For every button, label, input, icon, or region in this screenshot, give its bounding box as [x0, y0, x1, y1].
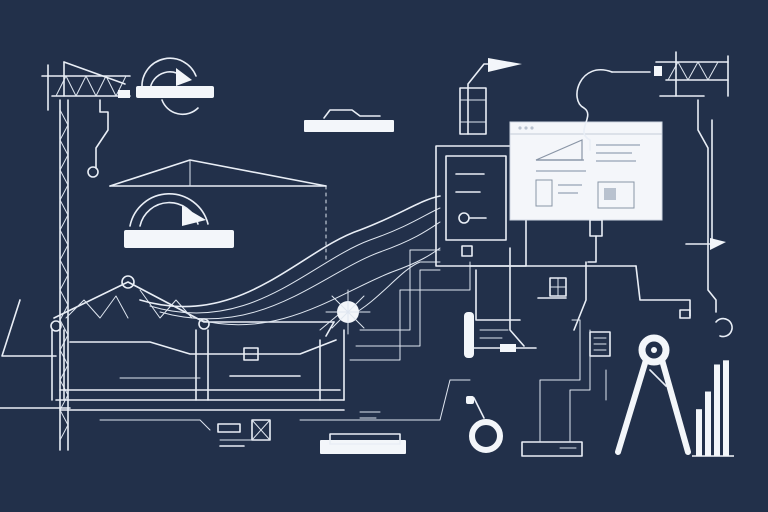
right-tower-crane-icon: [576, 51, 733, 338]
wrench-icon: [615, 334, 691, 455]
cable-hook-icon: [466, 396, 503, 453]
sensor-pod-icon: [304, 109, 394, 132]
bar-chart-bar: [705, 391, 711, 456]
cable-bundle-icon: [99, 195, 471, 441]
gauge-base-icon: [521, 429, 583, 457]
wiring-connectors-icon: [464, 261, 611, 431]
truss-structure-icon: [0, 275, 345, 411]
bar-chart-bar: [714, 364, 720, 456]
sun-flare-icon: [325, 289, 371, 337]
surveillance-camera-icon: [136, 57, 214, 116]
monitor-window-icon: [509, 121, 663, 263]
bar-chart-bar: [723, 360, 729, 456]
left-tower-crane-icon: [41, 61, 131, 451]
bar-chart-icon: [692, 360, 734, 457]
base-platform-icon: [217, 411, 406, 454]
canopy-dome-icon: [109, 159, 327, 261]
bar-chart-bar: [696, 409, 702, 456]
control-cabinet-icon: [435, 58, 637, 347]
